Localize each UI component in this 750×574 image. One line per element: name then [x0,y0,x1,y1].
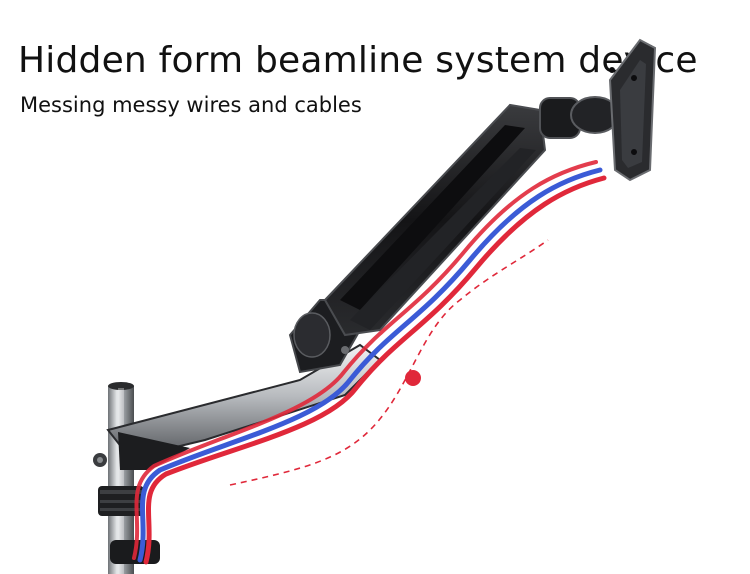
cable-bundle [132,160,607,565]
vesa-mount-plate [539,38,657,182]
upper-arm [323,103,547,337]
cable-path-guide [229,239,549,486]
headline: Hidden form beamline system device [18,40,698,81]
subline: Messing messy wires and cables [20,93,362,117]
guide-dot [405,370,421,386]
